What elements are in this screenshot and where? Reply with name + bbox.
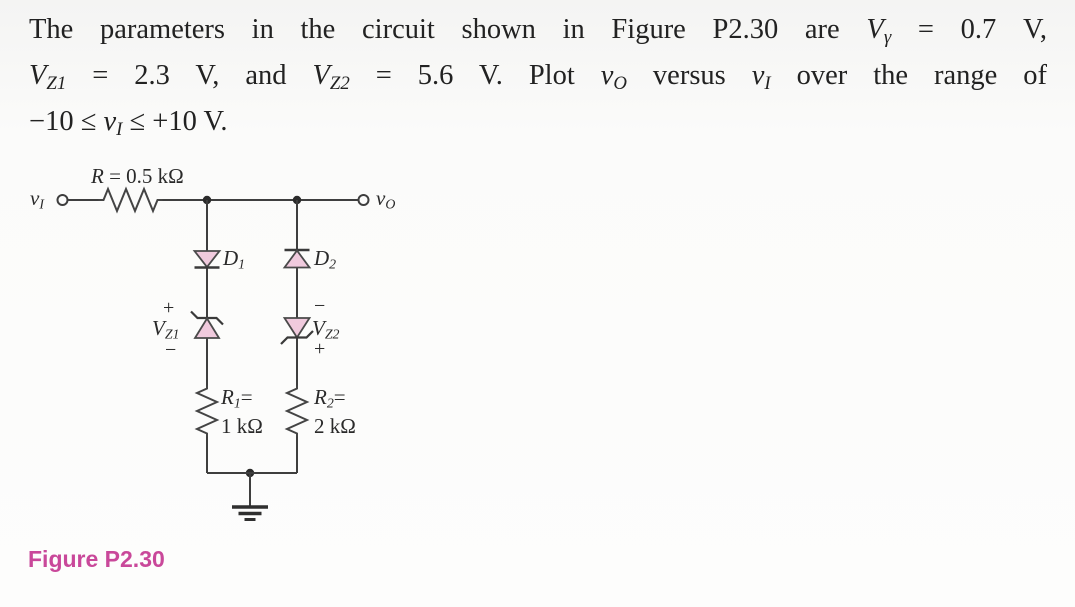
zener2-label: VZ2 xyxy=(312,317,339,346)
resistor-R1-name: R1= xyxy=(221,386,263,415)
math-subscript: I xyxy=(116,118,123,140)
text-run: = 5.6 V. Plot xyxy=(349,59,601,91)
text-run: ≤ +10 V. xyxy=(122,105,228,137)
problem-line-3: −10 ≤ vI ≤ +10 V. xyxy=(29,103,1047,149)
diode-D1-label: D1 xyxy=(223,247,245,276)
math-subscript: O xyxy=(385,196,396,212)
math-var-D2: D xyxy=(314,246,330,270)
math-subscript: O xyxy=(613,72,627,94)
math-var-D1: D xyxy=(223,246,239,270)
resistor-R2-zigzag xyxy=(284,385,310,437)
math-var-R1: R xyxy=(221,385,234,409)
resistor-R-label: R = 0.5 kΩ xyxy=(91,165,184,187)
math-var-R2: R xyxy=(314,385,327,409)
math-var-vo: v xyxy=(600,59,614,91)
equals-sign: = xyxy=(240,385,253,409)
input-label-vi: vI xyxy=(30,187,44,216)
math-var-Vgamma: V xyxy=(866,14,884,45)
output-label-vo: vO xyxy=(376,187,395,216)
diode-D2-label: D2 xyxy=(314,247,336,276)
math-var-Vz2: V xyxy=(312,59,330,91)
math-var-vi: v xyxy=(751,59,765,91)
zener2-triangle xyxy=(282,317,312,340)
figure-caption: Figure P2.30 xyxy=(28,546,165,572)
zener1-triangle xyxy=(193,316,221,339)
zener1-plus-sign: + xyxy=(163,297,175,319)
resistor-R2-value: 2 kΩ xyxy=(314,413,356,438)
math-var-Vz2: V xyxy=(312,316,325,340)
text-run: versus xyxy=(626,59,752,91)
math-subscript: Z1 xyxy=(46,72,67,94)
math-var-vo: v xyxy=(376,186,386,210)
resistor-R-zigzag xyxy=(98,186,163,214)
math-subscript: Z1 xyxy=(164,326,180,342)
output-terminal xyxy=(357,194,370,206)
math-var-vi: v xyxy=(30,186,40,210)
equals-sign: = xyxy=(333,385,346,409)
diode-D2-triangle xyxy=(282,248,312,269)
zener1-label: VZ1 xyxy=(152,317,179,346)
problem-statement: The parameters in the circuit shown in F… xyxy=(29,11,1047,149)
text-run: The parameters in the circuit shown in F… xyxy=(29,14,867,45)
math-subscript: 2 xyxy=(329,256,337,272)
diode-D1-triangle xyxy=(192,250,222,269)
math-subscript: 2 xyxy=(326,395,334,411)
math-var-Vz1: V xyxy=(152,316,165,340)
text-run: = 2.3 V, and xyxy=(66,59,313,91)
bottom-rail-wire xyxy=(207,472,297,506)
resistor-R2-name: R2= xyxy=(314,386,356,415)
text-run: over the range of xyxy=(770,59,1048,91)
math-subscript: Z2 xyxy=(329,72,350,94)
zener1-minus-sign: − xyxy=(165,339,177,361)
resistor-R1-zigzag xyxy=(194,385,220,437)
math-subscript: I xyxy=(39,196,44,212)
math-var-vi: v xyxy=(103,105,117,137)
problem-line-2: VZ1 = 2.3 V, and VZ2 = 5.6 V. Plot vO ve… xyxy=(29,57,1047,103)
zener2-minus-sign: − xyxy=(314,295,326,317)
input-terminal xyxy=(56,194,69,206)
math-subscript: Z2 xyxy=(324,326,340,342)
zener2-cathode-zbar xyxy=(280,330,314,345)
math-subscript: γ xyxy=(883,26,892,48)
resistor-R1-value: 1 kΩ xyxy=(221,413,263,438)
math-var-Vz1: V xyxy=(29,59,47,91)
resistor-R2-label: R2= 2 kΩ xyxy=(314,386,356,438)
math-subscript: 1 xyxy=(238,256,246,272)
zener2-plus-sign: + xyxy=(314,338,326,360)
text-run: = 0.7 V, xyxy=(891,14,1047,45)
math-var-R: R xyxy=(91,164,104,188)
text-run: −10 ≤ xyxy=(29,105,104,137)
math-subscript: 1 xyxy=(233,395,241,411)
resistor-R-value: = 0.5 kΩ xyxy=(103,164,184,188)
math-subscript: I xyxy=(764,72,771,94)
problem-line-1: The parameters in the circuit shown in F… xyxy=(29,11,1047,57)
resistor-R1-label: R1= 1 kΩ xyxy=(221,386,263,438)
